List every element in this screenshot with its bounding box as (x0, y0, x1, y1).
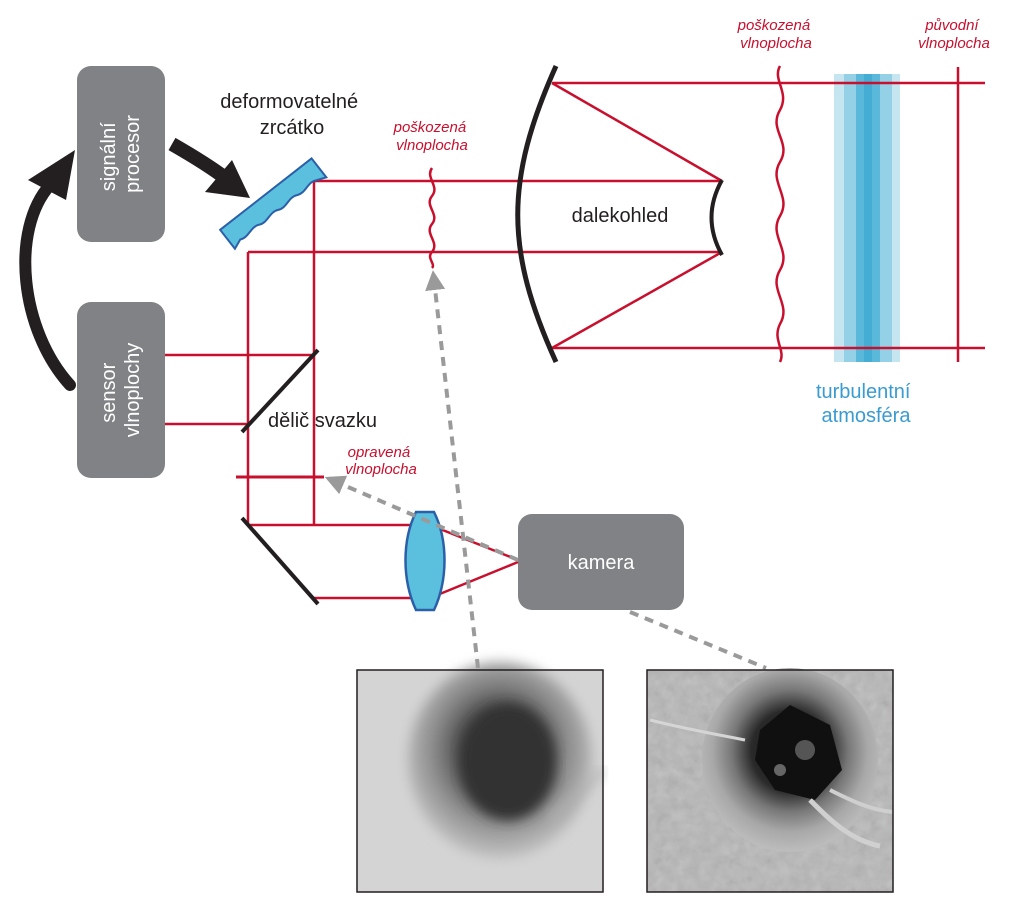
sensor-to-processor-arrow (19, 179, 76, 391)
damaged-wavefront-far (775, 65, 785, 363)
turbulent-atmosphere-band (834, 74, 900, 362)
corrected-wavefront-label: opravená vlnoplocha (345, 444, 417, 478)
dashed-arrow-camera-to-corrected-image (629, 610, 767, 670)
dashed-arrows (324, 270, 767, 670)
beam-splitter-label: dělič svazku (268, 410, 377, 432)
beam-splitter-element (240, 348, 320, 434)
damaged-wavefront-near-label: poškozená vlnoplocha (393, 119, 471, 154)
deformable-mirror-label: deformovatelné zrcátko (220, 91, 363, 139)
telescope-secondary-mirror (709, 179, 724, 256)
telescope-label: dalekohled (572, 205, 669, 227)
fold-mirror (240, 516, 320, 606)
turbulent-atmosphere-label: turbulentní atmosféra (816, 381, 916, 427)
wavefront-sensor-box: sensor vlnoplochy (77, 302, 165, 478)
telescope-primary-mirror (515, 64, 559, 364)
signal-processor-label: signální procesor (98, 115, 144, 193)
dashed-arrow-to-damaged-wavefront (425, 270, 480, 669)
damaged-wavefront-near (428, 167, 436, 269)
camera-box: kamera (518, 514, 684, 610)
sunspot-image-uncorrected (356, 662, 605, 893)
processor-to-mirror-arrowhead (205, 160, 250, 198)
dashed-arrow-to-corrected-wavefront (324, 475, 519, 562)
beam-paths (165, 67, 985, 600)
sensor-to-processor-arrowhead (28, 150, 75, 200)
wavefront-sensor-label: sensor vlnoplochy (98, 343, 144, 438)
telescope: dalekohled (515, 64, 724, 364)
signal-processor-box: signální procesor (77, 66, 165, 242)
damaged-wavefront-far-label: poškozená vlnoplocha (737, 17, 815, 52)
sunspot-image-corrected (646, 668, 894, 893)
lens (404, 510, 446, 612)
feedback-arrows (19, 137, 250, 391)
processor-to-mirror-arrow (168, 137, 233, 186)
original-wavefront-label: původní vlnoplocha (918, 17, 990, 52)
camera-label: kamera (568, 552, 636, 574)
deformable-mirror (218, 157, 329, 251)
